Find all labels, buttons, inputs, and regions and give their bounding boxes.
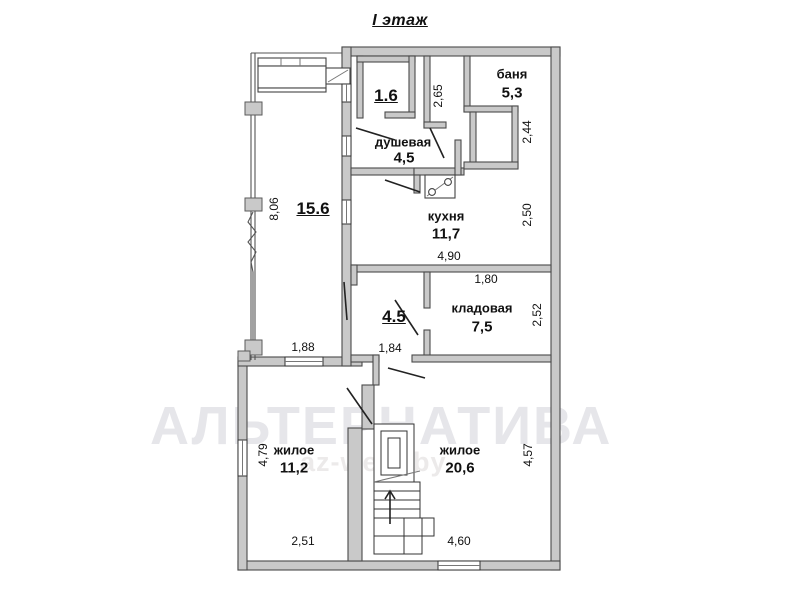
room-name-banya: баня — [496, 66, 528, 82]
dimension-dim-1-80: 1,80 — [474, 272, 498, 286]
dimension-dim-4-79: 4,79 — [256, 443, 270, 467]
room-area-zhiloe2: 20,6 — [445, 459, 475, 477]
room-name-kuhnya: кухня — [427, 208, 465, 224]
partitions-top — [350, 55, 465, 176]
room-name-kladovaya: кладовая — [451, 300, 513, 316]
dimension-dim-2-44: 2,44 — [520, 120, 534, 144]
room-name-zhiloe1: жилое — [273, 442, 315, 458]
kladovaya-walls — [350, 264, 552, 386]
room-area-zhiloe1: 11,2 — [279, 459, 309, 477]
dimension-dim-4-57: 4,57 — [521, 443, 535, 467]
room-area-koridor: 4.5 — [382, 307, 406, 326]
room-name-dushevaya: душевая — [374, 134, 432, 150]
lower-walls — [237, 350, 481, 571]
room-area-kuhnya: 11,7 — [431, 225, 461, 243]
dimension-dim-1-88: 1,88 — [291, 340, 315, 354]
kitchen-walls — [350, 174, 552, 273]
veranda-outline — [244, 52, 351, 367]
dimension-dim-2-51: 2,51 — [291, 534, 315, 548]
doors — [341, 83, 445, 425]
dimension-dim-4-60: 4,60 — [447, 534, 471, 548]
room-area-dushevaya: 4,5 — [393, 149, 415, 167]
banya-walls — [463, 55, 519, 170]
room-area-room16: 1.6 — [374, 86, 398, 105]
dimension-dim-2-50: 2,50 — [520, 203, 534, 227]
dimension-dim-2-52: 2,52 — [530, 303, 544, 327]
room-area-banya: 5,3 — [501, 84, 523, 102]
dimension-dim-4-90: 4,90 — [437, 249, 461, 263]
room-area-kladovaya: 7,5 — [471, 318, 493, 336]
staircase — [373, 423, 435, 555]
dimension-dim-2-65: 2,65 — [431, 84, 445, 108]
room-name-zhiloe2: жилое — [439, 442, 481, 458]
dimension-dim-1-84: 1,84 — [378, 341, 402, 355]
room-area-veranda: 15.6 — [296, 199, 330, 218]
dimension-dim-8-06: 8,06 — [267, 197, 281, 221]
page-title: I этаж — [372, 12, 428, 29]
